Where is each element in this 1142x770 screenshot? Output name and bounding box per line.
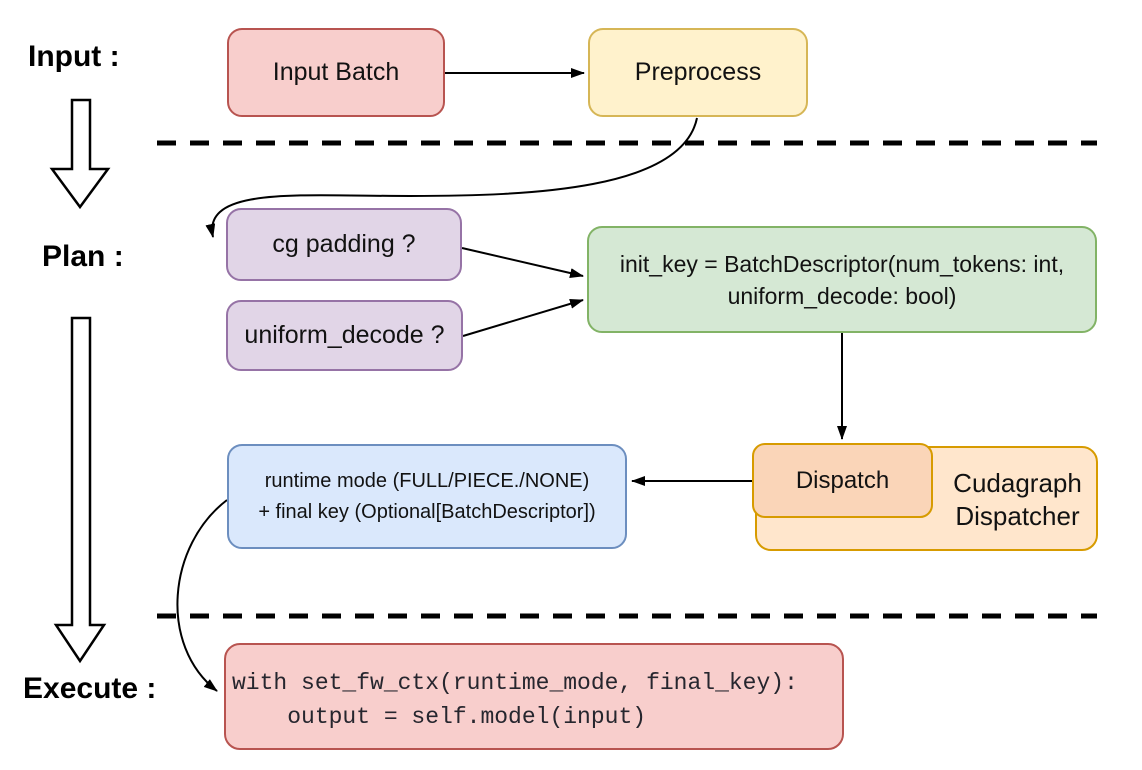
arrow-runtimemode-to-execute bbox=[176, 499, 228, 692]
node-preprocess: Preprocess bbox=[588, 28, 808, 117]
node-cg-padding-label: cg padding ? bbox=[272, 230, 416, 258]
block-arrow-plan-to-execute bbox=[53, 316, 107, 664]
node-cudagraph-dispatcher-label: Cudagraph Dispatcher bbox=[935, 467, 1100, 533]
stage-label-input: Input : bbox=[28, 40, 120, 73]
arrow-preprocess-to-plan bbox=[205, 117, 698, 238]
block-arrow-input-to-plan bbox=[49, 98, 111, 210]
node-runtime-mode-line1: runtime mode (FULL/PIECE./NONE) bbox=[264, 469, 590, 492]
stage-label-plan: Plan : bbox=[42, 240, 124, 273]
node-dispatch: Dispatch bbox=[752, 443, 933, 518]
node-cudagraph-dispatcher-line1: Cudagraph bbox=[953, 468, 1082, 498]
node-runtime-mode: runtime mode (FULL/PIECE./NONE) + final … bbox=[227, 444, 627, 549]
node-execute-code-line1: with set_fw_ctx(runtime_mode, final_key)… bbox=[232, 670, 798, 696]
node-init-key-line1: init_key = BatchDescriptor(num_tokens: i… bbox=[619, 250, 1065, 277]
arrow-uniformdecode-to-initkey bbox=[462, 298, 584, 337]
node-cudagraph-dispatcher-line2: Dispatcher bbox=[955, 501, 1080, 531]
node-execute-code-line2: output = self.model(input) bbox=[232, 704, 647, 730]
node-preprocess-label: Preprocess bbox=[634, 58, 762, 86]
node-input-batch: Input Batch bbox=[227, 28, 445, 117]
node-cg-padding: cg padding ? bbox=[226, 208, 462, 281]
node-runtime-mode-line2: + final key (Optional[BatchDescriptor]) bbox=[258, 500, 596, 523]
node-uniform-decode: uniform_decode ? bbox=[226, 300, 463, 371]
node-dispatch-label: Dispatch bbox=[795, 466, 890, 494]
node-uniform-decode-label: uniform_decode ? bbox=[244, 321, 445, 349]
node-init-key-line2: uniform_decode: bool) bbox=[727, 282, 957, 309]
node-input-batch-label: Input Batch bbox=[272, 58, 400, 86]
arrow-cgpadding-to-initkey bbox=[461, 247, 584, 278]
node-init-key: init_key = BatchDescriptor(num_tokens: i… bbox=[587, 226, 1097, 333]
node-execute-code: with set_fw_ctx(runtime_mode, final_key)… bbox=[224, 643, 844, 750]
stage-label-execute: Execute : bbox=[23, 672, 157, 705]
